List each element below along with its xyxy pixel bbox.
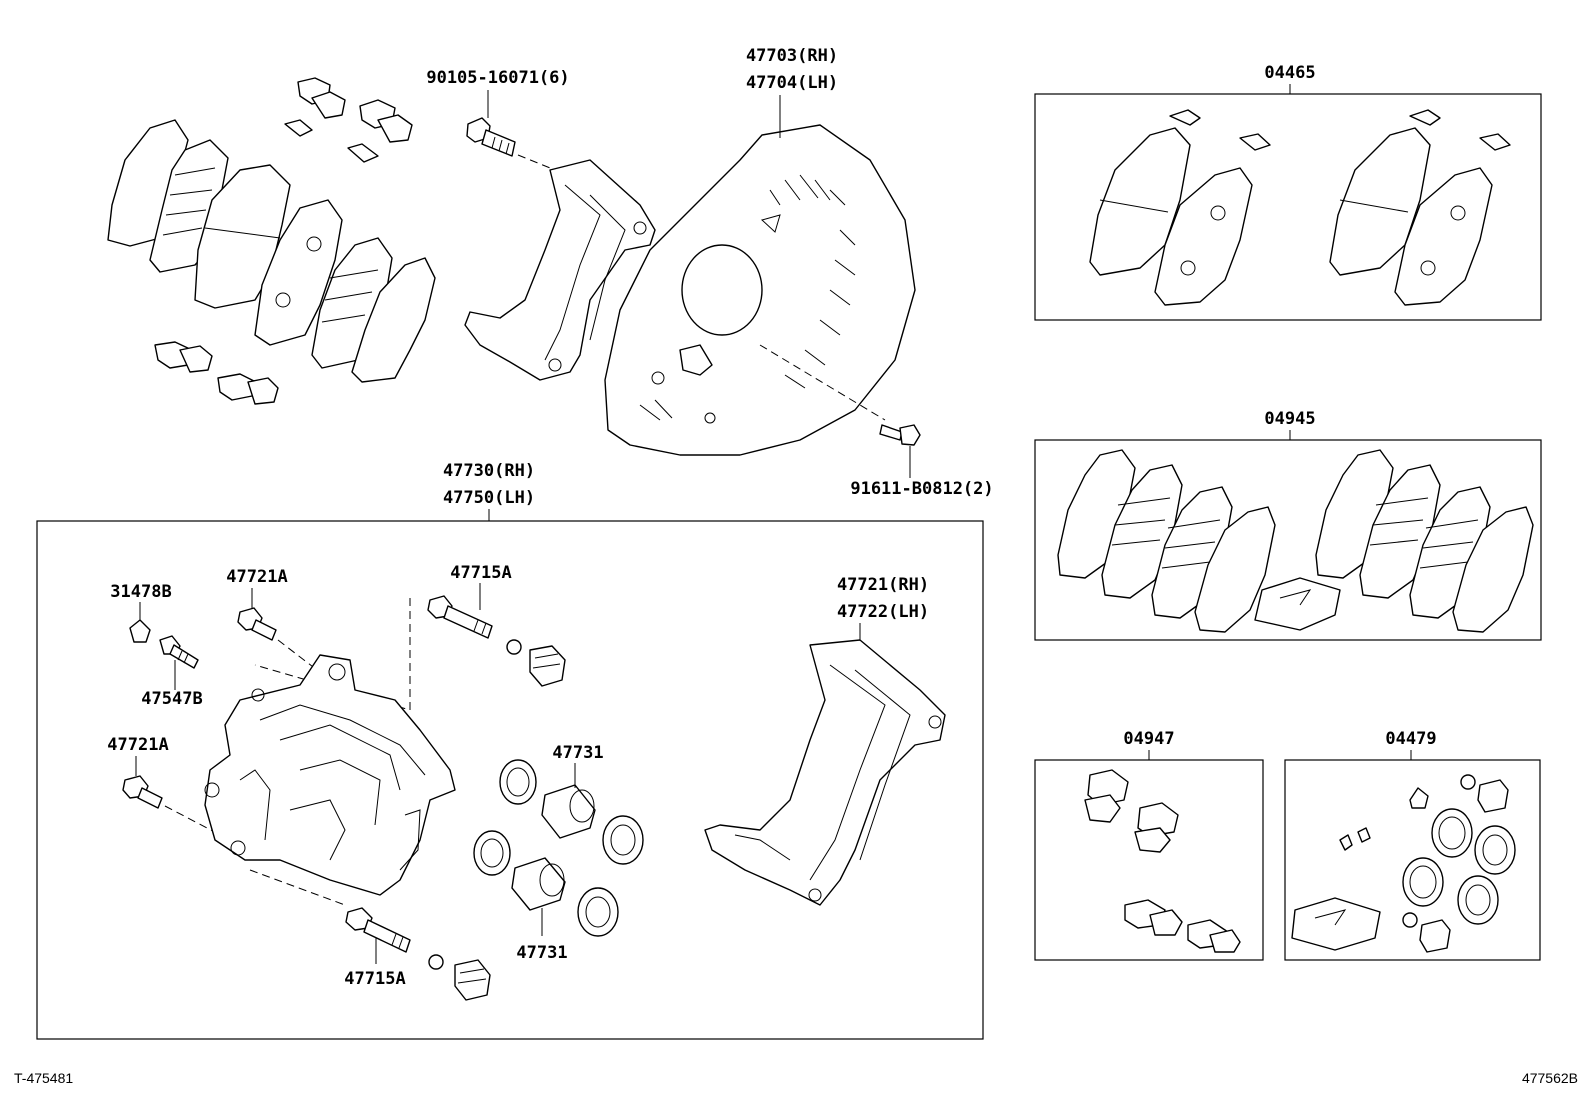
label-caliper-rh: 47730(RH) bbox=[443, 461, 535, 481]
kit-04947-clips-illustration bbox=[1084, 769, 1241, 953]
brake-pad-stack-illustration bbox=[107, 77, 436, 405]
label-bolt-47721a-top: 47721A bbox=[226, 567, 287, 587]
label-shield-lh: 47704(LH) bbox=[746, 73, 838, 93]
footer-left-ref: T-475481 bbox=[14, 1070, 73, 1086]
caliper-assembly-box bbox=[36, 520, 984, 1040]
label-mounting-rh: 47721(RH) bbox=[837, 575, 929, 595]
kit-04945-shims-illustration bbox=[1057, 449, 1534, 633]
kit-04479-seals-illustration bbox=[1291, 774, 1516, 953]
label-kit-04945: 04945 bbox=[1264, 409, 1315, 429]
label-kit-04465: 04465 bbox=[1264, 63, 1315, 83]
label-shield-rh: 47703(RH) bbox=[746, 46, 838, 66]
label-piston-47731-bottom: 47731 bbox=[516, 943, 567, 963]
footer-right-ref: 477562B bbox=[1522, 1070, 1578, 1086]
label-kit-04479: 04479 bbox=[1385, 729, 1436, 749]
label-kit-04947: 04947 bbox=[1123, 729, 1174, 749]
label-cap-31478b: 31478B bbox=[110, 582, 171, 602]
dust-shield-illustration bbox=[604, 124, 916, 456]
label-bolt-91611: 91611-B0812(2) bbox=[850, 479, 993, 499]
kit-04465-box bbox=[1034, 93, 1542, 321]
label-caliper-lh: 47750(LH) bbox=[443, 488, 535, 508]
label-mounting-lh: 47722(LH) bbox=[837, 602, 929, 622]
upper-mounting-illustration bbox=[464, 117, 656, 381]
label-bolt-90105: 90105-16071(6) bbox=[426, 68, 569, 88]
kit-04479-box bbox=[1284, 759, 1541, 961]
kit-04945-box bbox=[1034, 439, 1542, 641]
label-pin-47715a-top: 47715A bbox=[450, 563, 511, 583]
label-bleeder-47547b: 47547B bbox=[141, 689, 202, 709]
kit-04947-box bbox=[1034, 759, 1264, 961]
label-bolt-47721a-left: 47721A bbox=[107, 735, 168, 755]
label-piston-47731-top: 47731 bbox=[552, 743, 603, 763]
kit-04465-pads-illustration bbox=[1089, 109, 1511, 306]
label-pin-47715a-bottom: 47715A bbox=[344, 969, 405, 989]
caliper-parts-illustration bbox=[122, 583, 946, 1001]
bolt-91611-illustration bbox=[759, 344, 921, 478]
